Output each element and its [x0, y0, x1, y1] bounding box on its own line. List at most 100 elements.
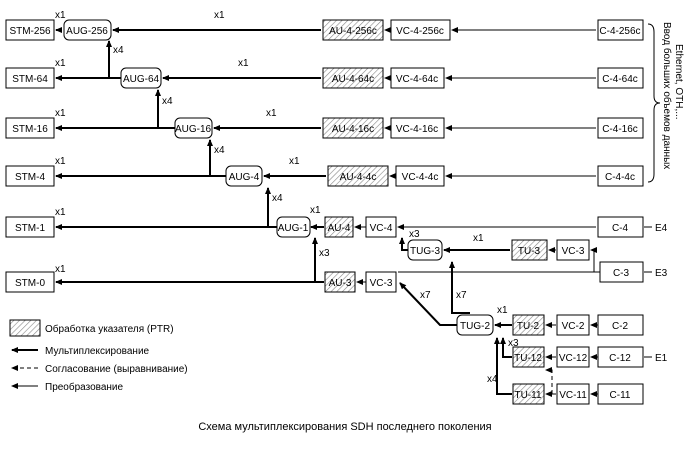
aug-nodes: AUG-256 AUG-64 AUG-16 AUG-4 AUG-1 [63, 19, 311, 238]
legend-ptr-label: Обработка указателя (PTR) [45, 323, 174, 335]
node-stm256-label: STM-256 [9, 26, 51, 37]
mux-arrow [399, 237, 408, 251]
node-vc4-4c-label: VC-4-4c [402, 172, 439, 183]
node-vc4-16c [390, 117, 445, 139]
legend-align-label: Согласование (выравнивание) [45, 364, 188, 375]
node-vc11-label: VC-11 [559, 390, 587, 401]
node-aug1-label: AUG-1 [278, 223, 309, 234]
node-tu3 [511, 239, 548, 261]
multiplier-label: x4 [487, 374, 498, 385]
node-au4-256c [322, 19, 384, 41]
node-aug64-label: AUG-64 [123, 74, 160, 85]
multiplier-label: x3 [319, 248, 330, 259]
multiplier-label: x1 [289, 156, 300, 167]
node-tug3-label: TUG-3 [410, 246, 440, 257]
node-stm4-label: STM-4 [15, 172, 45, 183]
node-c4-256c [597, 19, 644, 41]
input-e3-label: E3 [655, 268, 668, 279]
multiplier-labels: x1 x1 x1 x4 x1 x1 x4 x1 x1 x4 x1 x1 x4 x… [55, 10, 519, 385]
container-nodes: C-4-256c C-4-64c C-4-16c C-4-4c C-4 C-3 … [597, 19, 644, 405]
node-aug256 [63, 19, 112, 41]
multiplier-label: x3 [508, 338, 519, 349]
node-tu2-label: TU-2 [517, 321, 540, 332]
node-aug16 [174, 117, 213, 139]
node-c12 [597, 346, 644, 368]
node-stm64 [5, 67, 55, 89]
bulk-input-brace [647, 23, 661, 183]
node-vc3-main-label: VC-3 [370, 278, 393, 289]
node-au4-16c-label: AU-4-16c [332, 124, 374, 135]
bulk-input-label-line2: Ethernet, OTH,... [673, 44, 684, 120]
node-tu3-label: TU-3 [518, 246, 541, 257]
inputs: E4 E3 E1 Ввод больших объемов данных Eth… [647, 22, 684, 364]
node-aug64 [120, 67, 162, 89]
node-tu12 [512, 346, 545, 368]
node-stm4 [5, 165, 55, 187]
legend: Обработка указателя (PTR) Мультиплексиро… [9, 319, 188, 393]
mux-arrow [500, 337, 512, 358]
node-tug2-label: TUG-2 [460, 321, 490, 332]
multiplier-label: x1 [214, 10, 225, 21]
node-tu11 [512, 383, 545, 405]
node-c4-16c-label: C-4-16c [602, 124, 638, 135]
node-aug4-label: AUG-4 [229, 172, 260, 183]
node-stm0-label: STM-0 [15, 278, 45, 289]
node-stm64-label: STM-64 [12, 74, 48, 85]
multiplier-label: x7 [420, 290, 431, 301]
bulk-input-label-line1: Ввод больших объемов данных [661, 22, 673, 169]
node-au4-16c [322, 117, 384, 139]
node-au4-label: AU-4 [328, 223, 351, 234]
node-au4-64c [322, 67, 384, 89]
mux-arrow [494, 337, 512, 395]
node-stm16-label: STM-16 [12, 124, 48, 135]
node-stm1-label: STM-1 [15, 223, 45, 234]
node-au4-256c-label: AU-4-256c [329, 26, 377, 37]
multiplier-label: x1 [238, 58, 249, 69]
node-c4-256c-label: C-4-256c [599, 26, 640, 37]
node-vc12-label: VC-12 [559, 353, 588, 364]
multiplier-label: x1 [55, 264, 66, 275]
node-aug16-label: AUG-16 [175, 124, 212, 135]
node-vc12 [556, 346, 590, 368]
node-aug1 [276, 216, 311, 238]
node-vc11 [556, 383, 590, 405]
node-au3-label: AU-3 [329, 278, 352, 289]
node-c4-16c [597, 117, 644, 139]
legend-conv-label: Преобразование [45, 381, 124, 393]
multiplier-label: x1 [55, 58, 66, 69]
multiplier-label: x4 [113, 45, 124, 56]
node-vc4-64c-label: VC-4-64c [396, 74, 438, 85]
node-tug3 [407, 239, 443, 261]
input-e4-label: E4 [655, 223, 668, 234]
node-stm0 [5, 271, 55, 293]
multiplier-label: x1 [55, 10, 66, 21]
node-au3 [324, 271, 356, 293]
node-tu2 [512, 314, 545, 336]
multiplier-label: x4 [272, 193, 283, 204]
multiplier-label: x1 [310, 205, 321, 216]
au-nodes: AU-4-256c AU-4-64c AU-4-16c AU-4-4c AU-4… [322, 19, 389, 293]
node-vc4 [365, 216, 397, 238]
node-c2-label: C-2 [612, 321, 629, 332]
node-c4-64c [597, 67, 644, 89]
node-aug256-label: AUG-256 [66, 26, 108, 37]
alignment-arrow [545, 367, 553, 394]
multiplier-label: x1 [266, 108, 277, 119]
node-c3 [599, 261, 644, 283]
node-vc3-main [365, 271, 397, 293]
mux-arrow [312, 237, 324, 283]
multiplier-label: x4 [214, 145, 225, 156]
node-tug2 [456, 314, 494, 336]
node-au4-4c [327, 165, 389, 187]
input-e1-label: E1 [655, 353, 668, 364]
node-c4-64c-label: C-4-64c [602, 74, 638, 85]
node-tu12-label: TU-12 [514, 353, 542, 364]
node-c3-label: C-3 [613, 268, 630, 279]
multiplier-label: x1 [55, 156, 66, 167]
multiplier-label: x3 [409, 229, 420, 240]
node-c11 [597, 383, 644, 405]
tug-tu-nodes: TUG-3 TUG-2 TU-3 TU-2 TU-12 TU-11 [407, 239, 548, 405]
multiplier-label: x1 [473, 233, 484, 244]
node-aug4 [225, 165, 263, 187]
node-vc2-label: VC-2 [562, 321, 585, 332]
